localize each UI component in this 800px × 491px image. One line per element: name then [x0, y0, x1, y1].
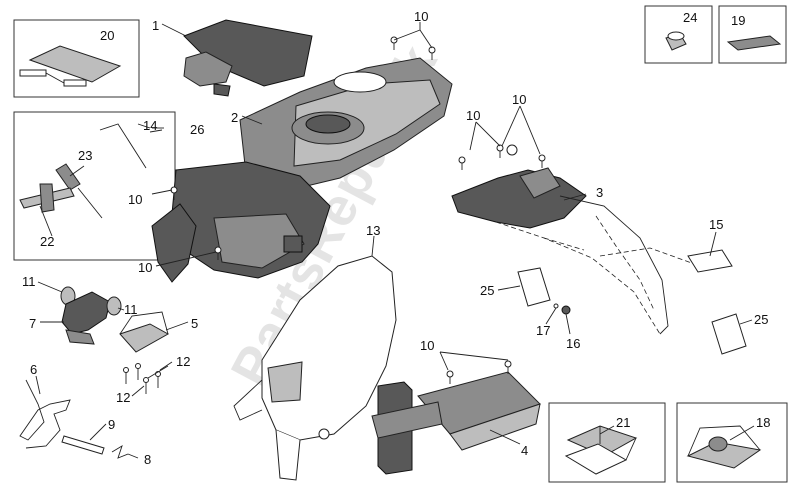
label-26: 26: [190, 122, 204, 137]
label-8: 8: [144, 452, 151, 467]
screw-10-fender: [458, 144, 546, 170]
screw-10-top: [390, 36, 436, 60]
label-20: 20: [100, 28, 114, 43]
label-24: 24: [683, 10, 697, 25]
inset-box-19: [718, 5, 787, 64]
label-17: 17: [536, 323, 550, 338]
part-25-pad-right: [711, 313, 747, 355]
label-15: 15: [709, 217, 723, 232]
label-25-left: 25: [480, 283, 494, 298]
leader-lines: [35, 22, 755, 459]
label-10-top: 10: [414, 9, 428, 24]
part-5-plate: [119, 311, 170, 353]
inset-box-21: [548, 402, 666, 483]
label-12-right: 12: [176, 354, 190, 369]
part-6-spring: [19, 379, 71, 449]
part-13-panel: [233, 255, 397, 481]
part-16-17-nut: [553, 303, 571, 315]
label-2: 2: [231, 110, 238, 125]
inset-box-18: [676, 402, 788, 483]
label-1: 1: [152, 18, 159, 33]
label-10-lower: 10: [138, 260, 152, 275]
part-3-rear-fender: [451, 167, 701, 335]
part-25-pad-left: [517, 267, 551, 307]
part-4-bracket: [371, 360, 541, 475]
label-16: 16: [566, 336, 580, 351]
label-10-bracket: 10: [420, 338, 434, 353]
callout-labels: 1 2 3 4 5 6 7 8 9 10 10 10 10 10 10 11 1…: [22, 9, 770, 467]
label-23: 23: [78, 148, 92, 163]
label-21: 21: [616, 415, 630, 430]
label-9: 9: [108, 417, 115, 432]
part-11-bushing-right: [106, 296, 122, 316]
part-7-clamp: [61, 291, 111, 345]
label-5: 5: [191, 316, 198, 331]
part-15-pad: [687, 249, 733, 273]
label-11-left: 11: [22, 274, 36, 289]
part-8-clip: [111, 444, 129, 459]
part-1-cover: [183, 19, 313, 97]
label-10-fender-right: 10: [512, 92, 526, 107]
inset-box-24: [644, 5, 713, 64]
label-10-fender-left: 10: [466, 108, 480, 123]
inset-box-20: [13, 19, 140, 98]
label-11-right: 11: [124, 302, 138, 317]
label-19: 19: [731, 13, 745, 28]
screw-10-lower: [214, 246, 222, 260]
label-7: 7: [29, 316, 36, 331]
label-3: 3: [596, 185, 603, 200]
label-6: 6: [30, 362, 37, 377]
label-10-left: 10: [128, 192, 142, 207]
label-13: 13: [366, 223, 380, 238]
label-14: 14: [143, 118, 157, 133]
label-4: 4: [521, 443, 528, 458]
label-22: 22: [40, 234, 54, 249]
label-18: 18: [756, 415, 770, 430]
label-25-right: 25: [754, 312, 768, 327]
part-2-compartment: [151, 57, 453, 283]
part-9-pin: [61, 435, 105, 455]
inset-box-26: [13, 111, 176, 261]
screw-10-left: [170, 186, 178, 200]
label-12-left: 12: [116, 390, 130, 405]
